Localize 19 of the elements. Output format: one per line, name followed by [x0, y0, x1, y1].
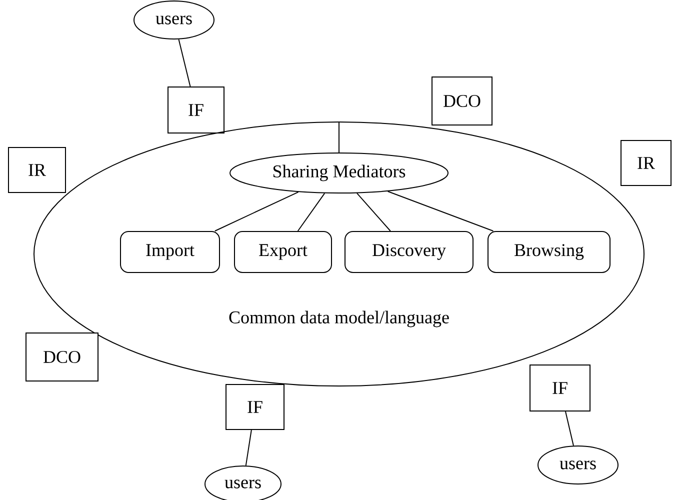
label-box: DCO — [432, 76, 492, 126]
label-box: DCO — [26, 332, 98, 382]
module-box: Import — [120, 231, 220, 273]
connector-line — [245, 430, 252, 466]
interface-box: IF — [226, 384, 284, 430]
interface-box: IF — [168, 86, 224, 134]
interface-box: IF — [530, 364, 590, 412]
connector-line — [387, 190, 494, 232]
label-box: IR — [620, 140, 672, 186]
connector-line — [214, 192, 299, 232]
module-box: Browsing — [488, 231, 610, 273]
module-box: Export — [234, 231, 332, 273]
connector-line — [297, 192, 326, 232]
label-box: IR — [8, 147, 66, 193]
connector-line — [178, 38, 191, 87]
connector-line — [565, 411, 574, 446]
module-box: Discovery — [344, 231, 474, 273]
connector-line — [356, 192, 391, 232]
connector-line — [338, 121, 340, 153]
